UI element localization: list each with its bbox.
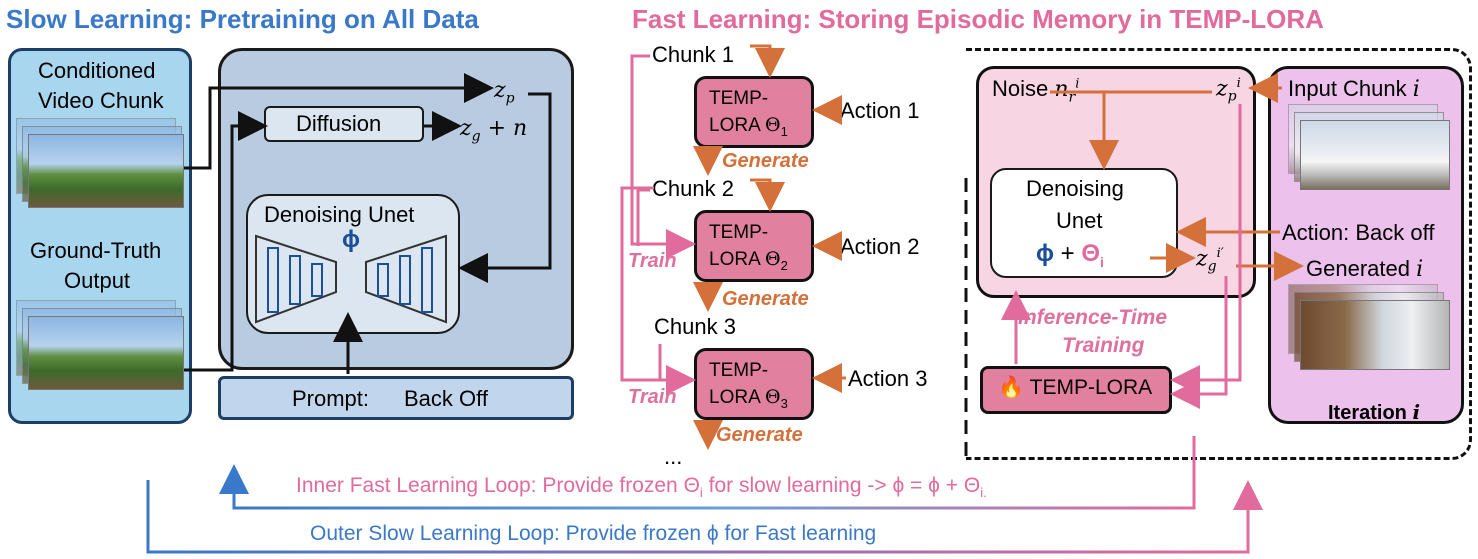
generated-frame-front bbox=[1300, 300, 1450, 370]
prompt-value: Back Off bbox=[404, 386, 488, 411]
generate-label-3: Generate bbox=[716, 424, 803, 446]
iter-unet-label: Unet bbox=[1056, 208, 1103, 233]
iter-orange-arrows bbox=[1050, 73, 1304, 281]
fire-icon: 🔥 bbox=[998, 376, 1025, 399]
chunk-2-label: Chunk 2 bbox=[652, 176, 734, 201]
generate-label-1: Generate bbox=[722, 150, 809, 172]
zg-symbol: zg + n bbox=[460, 116, 528, 145]
slow-learning-title: Slow Learning: Pretraining on All Data bbox=[6, 4, 479, 34]
prompt-box bbox=[218, 376, 574, 420]
input-chunk-label: Input Chunk i bbox=[1288, 76, 1420, 102]
zp-symbol: zp bbox=[494, 78, 515, 107]
unet-title: Denoising Unet bbox=[264, 202, 415, 227]
gt-frame-front bbox=[28, 316, 184, 390]
diffusion-box bbox=[264, 106, 424, 142]
ellipsis: ... bbox=[664, 444, 683, 469]
unet-glyph bbox=[255, 234, 447, 324]
iteration-panel bbox=[966, 48, 1472, 460]
ground-truth-label-2: Output bbox=[64, 268, 131, 293]
zg-i-prime-symbol: zgi′ bbox=[1196, 246, 1224, 275]
inference-label-2: Training bbox=[1062, 334, 1145, 357]
slow-arrows bbox=[184, 73, 552, 374]
action-2-label: Action 2 bbox=[840, 234, 920, 259]
generated-label: Generated i bbox=[1306, 256, 1424, 282]
prompt-label: Prompt: bbox=[292, 386, 370, 411]
fast-learning-title: Fast Learning: Storing Episodic Memory i… bbox=[632, 4, 1324, 34]
train-label-2: Train bbox=[628, 250, 677, 272]
input-frame-front bbox=[1300, 120, 1450, 190]
diffusion-label: Diffusion bbox=[296, 111, 382, 136]
chunk-3-label: Chunk 3 bbox=[654, 314, 736, 339]
temp-lora-block-2: TEMP-LORA Θ2 bbox=[694, 210, 814, 282]
fast-pink-arrows bbox=[620, 54, 696, 395]
action-1-label: Action 1 bbox=[840, 98, 920, 123]
iter-unet-box bbox=[990, 168, 1178, 278]
conditioned-frame-front bbox=[28, 134, 184, 208]
iter-temp-lora-label: 🔥 TEMP-LORA bbox=[998, 376, 1153, 399]
iter-pink-arrows bbox=[1001, 104, 1242, 409]
conditioned-label-2: Video Chunk bbox=[38, 88, 164, 113]
zp-i-symbol: zpi bbox=[1216, 76, 1241, 105]
inner-loop-line bbox=[219, 436, 1196, 510]
inference-label-1: Inference-Time bbox=[1018, 306, 1167, 329]
generate-label-2: Generate bbox=[722, 288, 809, 310]
ground-truth-label-1: Ground-Truth bbox=[30, 238, 162, 263]
noise-label: Noise nri bbox=[992, 76, 1080, 106]
iter-denoising-label: Denoising bbox=[1026, 176, 1124, 201]
temp-lora-block-3: TEMP-LORA Θ3 bbox=[694, 348, 814, 420]
action-3-label: Action 3 bbox=[848, 366, 928, 391]
train-label-3: Train bbox=[628, 386, 677, 408]
fast-orange-arrows bbox=[693, 44, 846, 450]
chunk-1-label: Chunk 1 bbox=[652, 42, 734, 67]
conditioned-label-1: Conditioned bbox=[38, 58, 156, 83]
action-back-off-label: Action: Back off bbox=[1282, 220, 1435, 245]
inner-loop-label: Inner Fast Learning Loop: Provide frozen… bbox=[296, 474, 987, 501]
iter-temp-lora-box bbox=[980, 366, 1172, 414]
unet-phi: ϕ bbox=[342, 226, 360, 253]
outer-loop-label: Outer Slow Learning Loop: Provide frozen… bbox=[310, 522, 877, 545]
iteration-label: Iteration i bbox=[1328, 400, 1421, 424]
iter-phi-theta: ϕ + Θi bbox=[1036, 240, 1104, 270]
outer-loop-line bbox=[146, 480, 1263, 554]
